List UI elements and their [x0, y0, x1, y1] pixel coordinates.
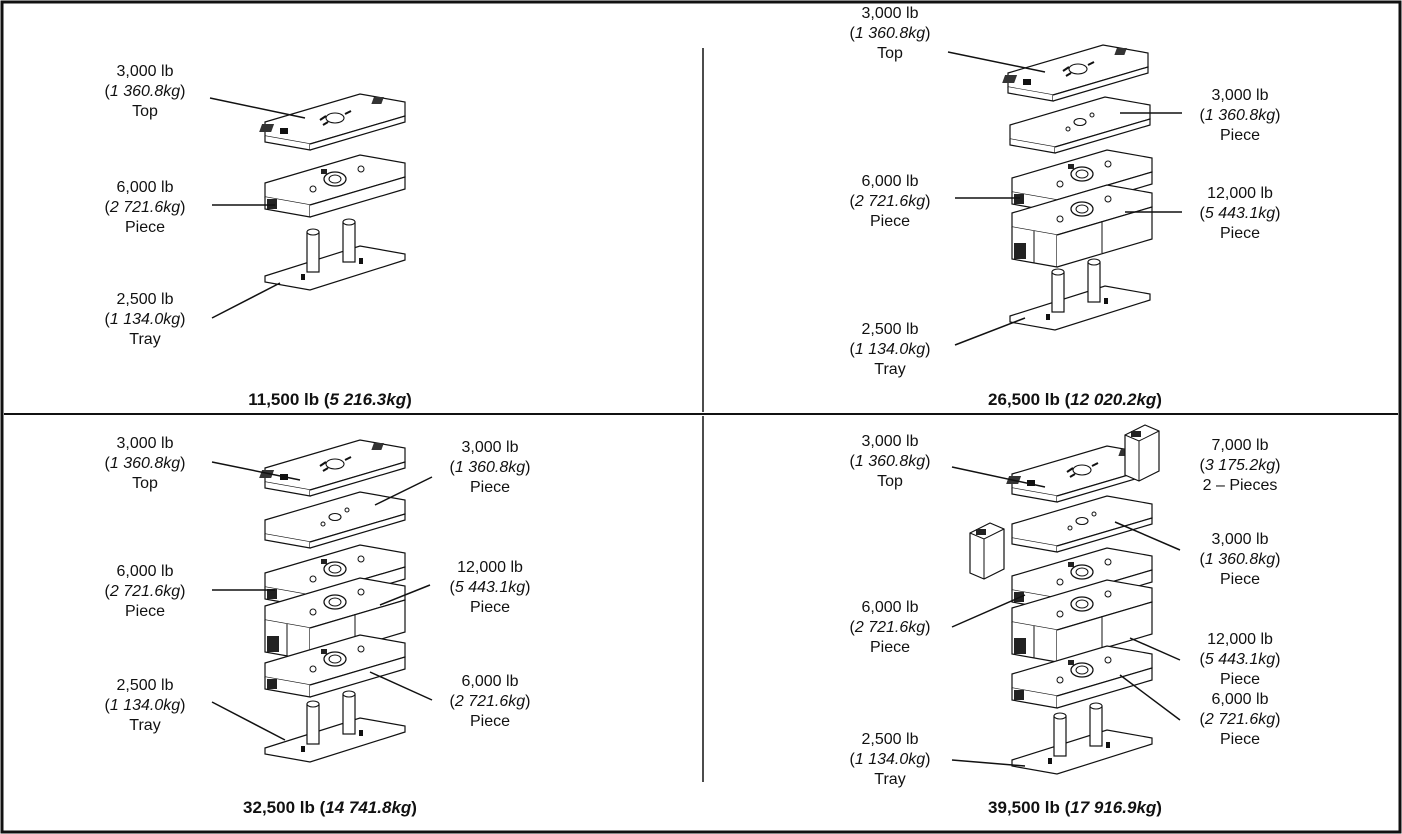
q3-piece-label-3: 12,000 lb (5 443.1kg) Piece [449, 559, 531, 616]
q4-top-label: 3,000 lb (1 360.8kg) Top [849, 433, 931, 490]
q4-tray-label: 2,500 lb (1 134.0kg) Tray [849, 731, 931, 788]
q4-piece-label-4: 6,000 lb (2 721.6kg) Piece [1199, 691, 1281, 748]
q4-piece-label-3: 12,000 lb (5 443.1kg) Piece [1199, 631, 1281, 688]
q2-piece-label-2: 6,000 lb (2 721.6kg) Piece [849, 173, 931, 230]
q3-total: 32,500 lb (14 741.8kg) [243, 798, 417, 817]
q1-top-label: 3,000 lb (1 360.8kg) Top [104, 63, 186, 120]
q2-top-label: 3,000 lb (1 360.8kg) Top [849, 5, 931, 62]
q2-tray-label: 2,500 lb (1 134.0kg) Tray [849, 321, 931, 378]
q1-stack [209, 93, 406, 319]
q3-piece-label-4: 6,000 lb (2 721.6kg) Piece [449, 673, 531, 730]
q3-piece-label-2: 6,000 lb (2 721.6kg) Piece [104, 563, 186, 620]
q3-tray-label: 2,500 lb (1 134.0kg) Tray [104, 677, 186, 734]
q4-stack [951, 424, 1181, 775]
q2-total: 26,500 lb (12 020.2kg) [988, 390, 1162, 409]
q1-total: 11,500 lb (5 216.3kg) [248, 390, 412, 409]
q2-stack [947, 44, 1182, 346]
q3-piece-label-1: 3,000 lb (1 360.8kg) Piece [449, 439, 531, 496]
q3-top-label: 3,000 lb (1 360.8kg) Top [104, 435, 186, 492]
q4-piece-label-1: 3,000 lb (1 360.8kg) Piece [1199, 531, 1281, 588]
q2-piece-label-1: 3,000 lb (1 360.8kg) Piece [1199, 87, 1281, 144]
q2-piece-label-3: 12,000 lb (5 443.1kg) Piece [1199, 185, 1281, 242]
q1-tray-label: 2,500 lb (1 134.0kg) Tray [104, 291, 186, 348]
q4-two-pieces-label: 7,000 lb (3 175.2kg) 2 – Pieces [1199, 437, 1281, 494]
q3-stack [211, 439, 433, 763]
q4-total: 39,500 lb (17 916.9kg) [988, 798, 1162, 817]
q4-piece-label-2: 6,000 lb (2 721.6kg) Piece [849, 599, 931, 656]
q1-piece-label: 6,000 lb (2 721.6kg) Piece [104, 179, 186, 236]
